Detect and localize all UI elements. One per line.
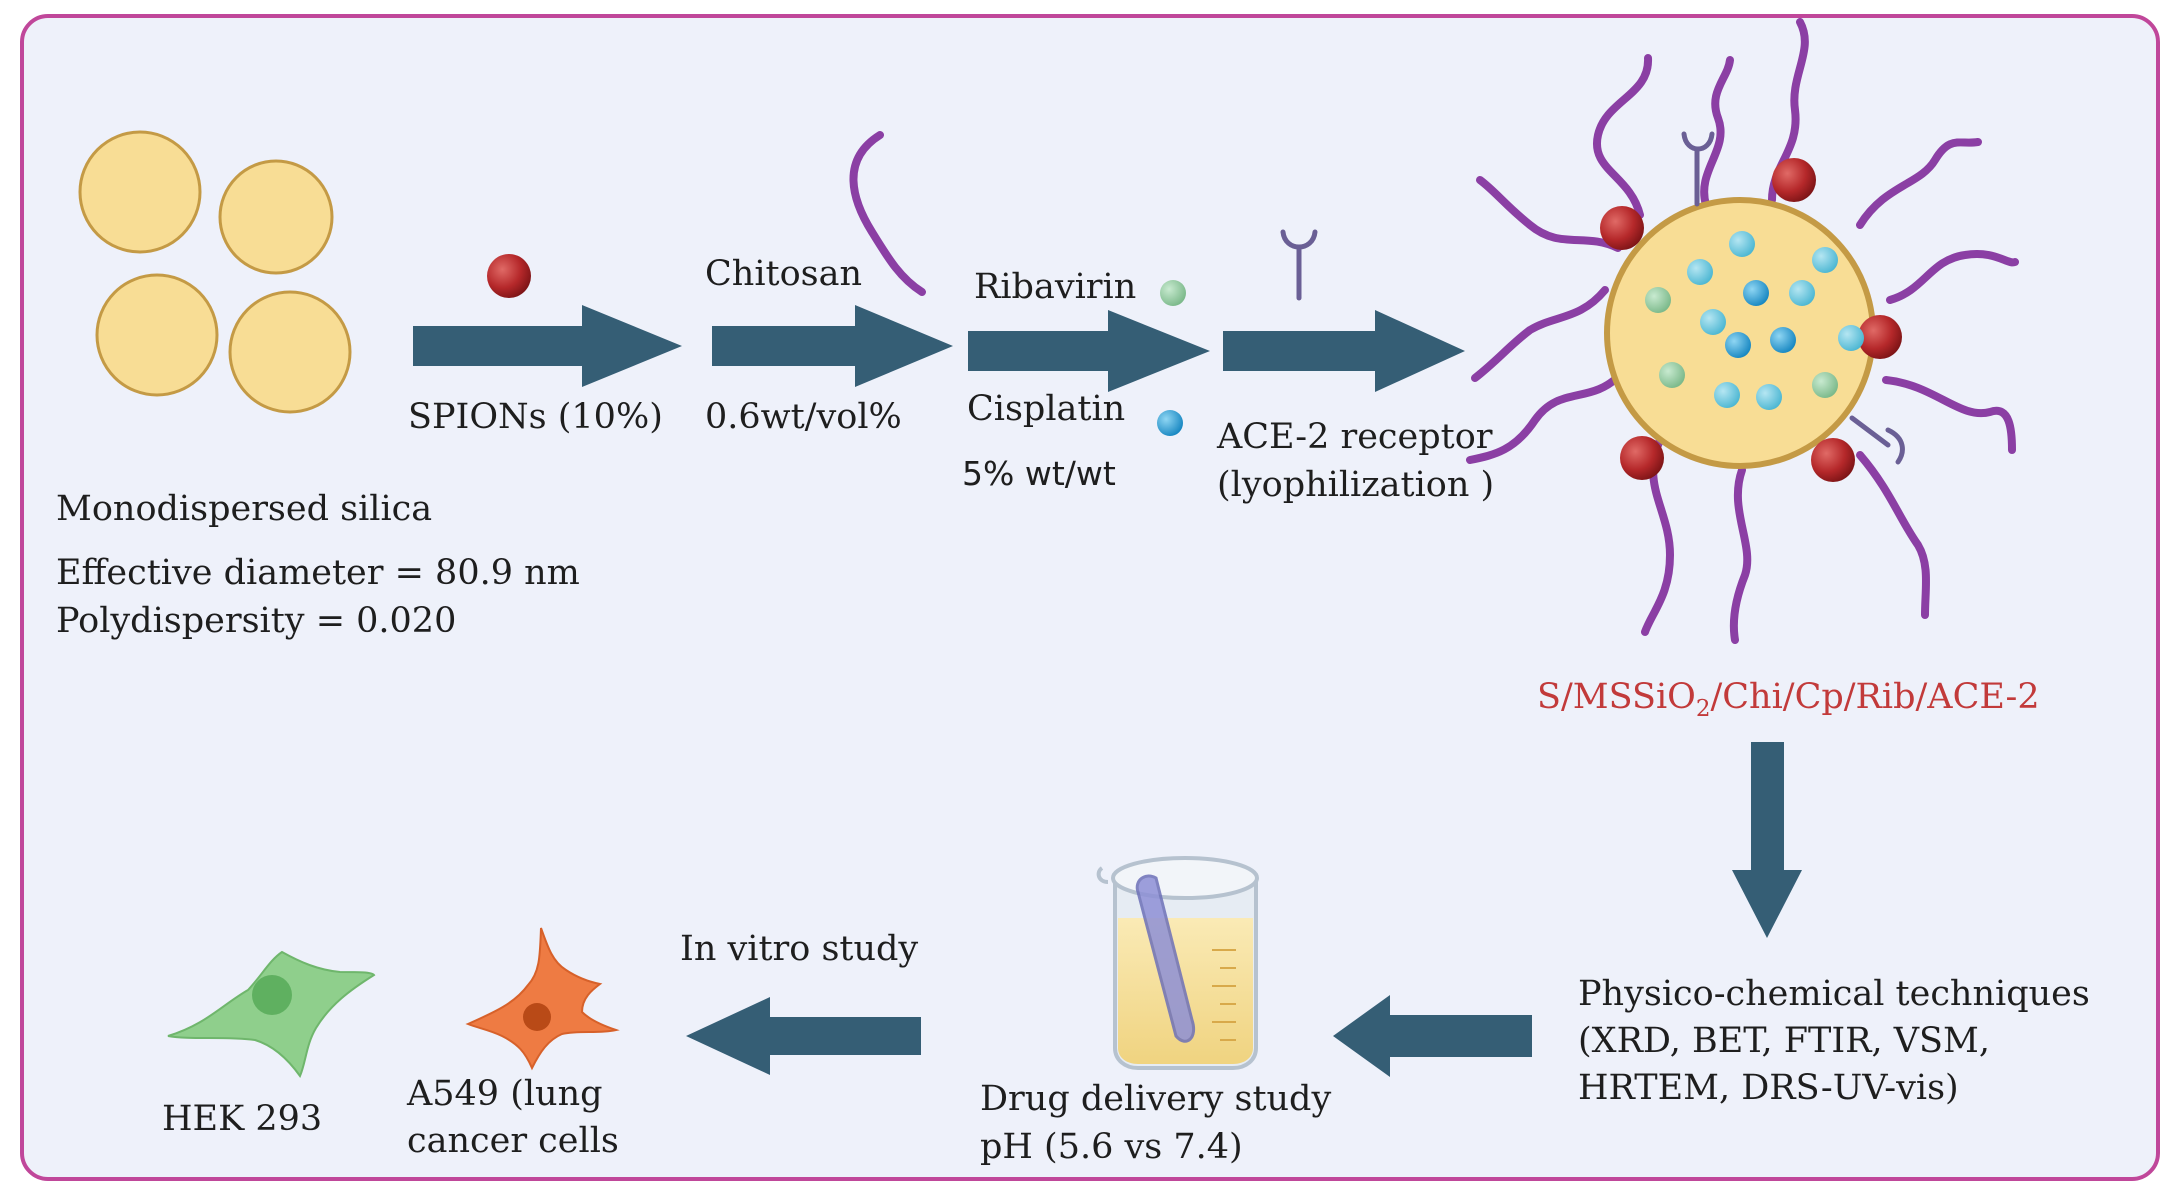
ribavirin-label: Ribavirin bbox=[974, 267, 1136, 307]
product-formula-prefix: S/MSSiO bbox=[1537, 677, 1696, 717]
spions-label: SPIONs (10%) bbox=[408, 397, 663, 437]
drug-delivery-label-line1: Drug delivery study bbox=[980, 1079, 1331, 1119]
cisplatin-dot-icon bbox=[1157, 410, 1183, 436]
physico-label-line3: HRTEM, DRS-UV-vis) bbox=[1578, 1068, 1959, 1108]
dialysis-bag-icon bbox=[1135, 874, 1195, 1043]
silica-particle bbox=[218, 159, 334, 275]
chitosan-concentration-label: 0.6wt/vol% bbox=[705, 397, 902, 437]
physico-label-line2: (XRD, BET, FTIR, VSM, bbox=[1578, 1021, 1990, 1061]
invitro-label: In vitro study bbox=[680, 929, 918, 969]
arrow-drugs bbox=[968, 310, 1210, 392]
spion-particle-icon bbox=[487, 254, 531, 298]
silica-particle bbox=[228, 290, 352, 414]
arrow-spions bbox=[413, 305, 682, 387]
hek293-cell-icon bbox=[167, 950, 376, 1079]
top-flow-arrows bbox=[413, 305, 1465, 392]
chitosan-strand-icon bbox=[849, 131, 926, 296]
functionalized-nanoparticle bbox=[1466, 18, 2019, 644]
silica-particle bbox=[78, 130, 202, 254]
surface-spions bbox=[1600, 158, 1902, 482]
silica-polydispersity: Polydispersity = 0.020 bbox=[56, 601, 456, 641]
chitosan-chains bbox=[1466, 18, 2019, 644]
cisplatin-label: Cisplatin bbox=[967, 389, 1125, 429]
product-formula: S/MSSiO2/Chi/Cp/Rib/ACE-2 bbox=[1537, 677, 2040, 722]
ace2-label-line2: (lyophilization ) bbox=[1217, 465, 1494, 505]
arrow-chitosan bbox=[712, 305, 953, 387]
silica-particle bbox=[95, 273, 219, 397]
silica-title: Monodispersed silica bbox=[56, 489, 432, 529]
ace2-label-line1: ACE-2 receptor bbox=[1216, 417, 1493, 457]
a549-cell-icon bbox=[465, 927, 620, 1071]
beaker-icon bbox=[1096, 856, 1259, 1070]
product-formula-subscript: 2 bbox=[1696, 696, 1711, 722]
loaded-ribavirin bbox=[1645, 287, 1838, 398]
loaded-cyan-molecules bbox=[1687, 231, 1864, 410]
drug-delivery-label-line2: pH (5.6 vs 7.4) bbox=[980, 1127, 1243, 1167]
hek293-label: HEK 293 bbox=[162, 1099, 322, 1139]
ace2-receptor-icon bbox=[1280, 229, 1318, 301]
physico-label-line1: Physico-chemical techniques bbox=[1578, 974, 2090, 1014]
arrow-down bbox=[1732, 742, 1802, 938]
product-formula-suffix: /Chi/Cp/Rib/ACE-2 bbox=[1710, 677, 2039, 717]
ribavirin-dot-icon bbox=[1160, 280, 1186, 306]
silica-diameter: Effective diameter = 80.9 nm bbox=[56, 553, 580, 593]
arrow-ace2 bbox=[1223, 310, 1465, 392]
ace2-receptors bbox=[1681, 131, 1905, 465]
drug-concentration-label: 5% wt/wt bbox=[962, 454, 1116, 493]
a549-label-line2: cancer cells bbox=[407, 1121, 619, 1161]
loaded-cisplatin bbox=[1725, 280, 1796, 358]
arrow-to-drug-delivery bbox=[1333, 995, 1532, 1077]
silica-particles bbox=[78, 130, 352, 414]
chitosan-label: Chitosan bbox=[705, 254, 862, 294]
a549-label-line1: A549 (lung bbox=[406, 1074, 603, 1114]
arrow-to-invitro bbox=[686, 997, 921, 1075]
